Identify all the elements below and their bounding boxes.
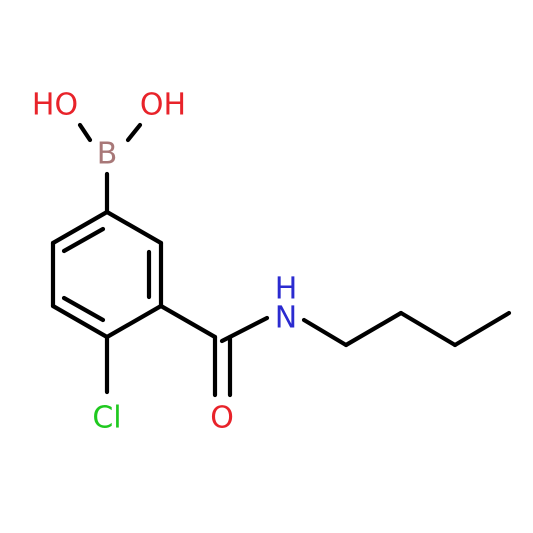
atom-label-amide-h: H <box>275 272 298 307</box>
bond-o-b-right <box>125 122 143 143</box>
bond-carbonyl-n <box>219 315 270 344</box>
bond-o-b-left <box>77 122 93 143</box>
bond-ring-6 <box>50 209 110 246</box>
bonds <box>50 122 512 398</box>
bond-ring-inner-c <box>61 226 106 254</box>
atom-label-oh: OH <box>140 88 186 123</box>
atom-label-ho: HO <box>32 88 78 123</box>
atom-label-boron: B <box>97 137 118 172</box>
bond-c2-c3 <box>398 310 458 348</box>
bond-ring-inner-b <box>61 295 106 323</box>
bond-c1-c2 <box>343 310 404 348</box>
atom-label-carbonyl-o: O <box>210 401 234 436</box>
bond-ring-1 <box>104 209 164 246</box>
bond-ring-3 <box>104 303 164 340</box>
bond-n-c1 <box>301 317 349 348</box>
atom-label-chlorine: Cl <box>92 401 121 436</box>
bond-ring-4 <box>50 303 110 340</box>
bond-c3-c4 <box>452 310 512 348</box>
atom-label-amide-n: N <box>275 301 297 336</box>
bond-ring-carbonyl <box>158 303 218 340</box>
atom-labels: HO OH B Cl H N O <box>32 88 297 436</box>
